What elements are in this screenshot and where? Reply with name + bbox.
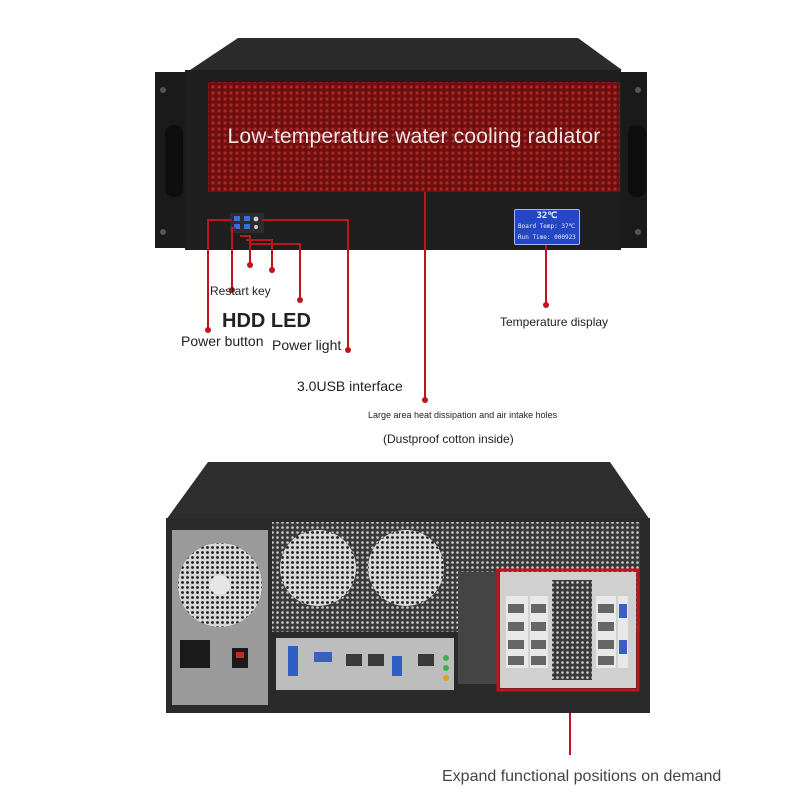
right-handle [628, 125, 646, 197]
vga-port-icon [314, 652, 332, 662]
graphics-card-slot [458, 572, 498, 684]
lcd-board-temp: Board Temp: 37℃ [518, 223, 576, 230]
restart-icon [254, 225, 258, 229]
callout-usb-interface: 3.0USB interface [297, 378, 403, 394]
left-handle [165, 125, 183, 197]
callout-heat-dissipation: Large area heat dissipation and air inta… [368, 410, 558, 420]
usb-port-icon [244, 216, 250, 221]
radiator-grille [208, 82, 620, 192]
callout-temperature-display: Temperature display [500, 315, 609, 329]
lcd-temperature: 32℃ [536, 211, 558, 221]
ethernet-port-icon [346, 654, 362, 666]
usb-port-icon [234, 224, 240, 229]
callout-hdd-led: HDD LED [222, 310, 311, 332]
usb-port-icon [392, 656, 402, 676]
rear-chassis [166, 462, 650, 713]
fan-grille-icon [368, 530, 444, 606]
serial-port-icon [619, 640, 627, 654]
expansion-highlight-box [496, 568, 640, 692]
callout-dots [205, 262, 549, 403]
usb-port-icon [244, 224, 250, 229]
lcd-run-time: Run Time: 000923 [518, 234, 576, 241]
usb-port-icon [288, 646, 298, 676]
radiator-label: Low-temperature water cooling radiator [227, 125, 601, 148]
temperature-lcd: 32℃ Board Temp: 37℃ Run Time: 000923 [514, 209, 580, 245]
callout-power-light: Power light [272, 337, 342, 353]
callout-power-button: Power button [181, 333, 264, 349]
fan-grille-icon [280, 530, 356, 606]
power-socket-icon [180, 640, 210, 668]
callout-restart-key: Restart key [210, 284, 271, 298]
usb-port-icon [234, 216, 240, 221]
ethernet-port-icon [418, 654, 434, 666]
ethernet-port-icon [368, 654, 384, 666]
callout-expand-positions: Expand functional positions on demand [442, 768, 722, 785]
callout-dustproof: (Dustproof cotton inside) [383, 432, 514, 446]
serial-port-icon [619, 604, 627, 618]
power-icon [253, 216, 259, 222]
callout-lines [207, 192, 571, 755]
